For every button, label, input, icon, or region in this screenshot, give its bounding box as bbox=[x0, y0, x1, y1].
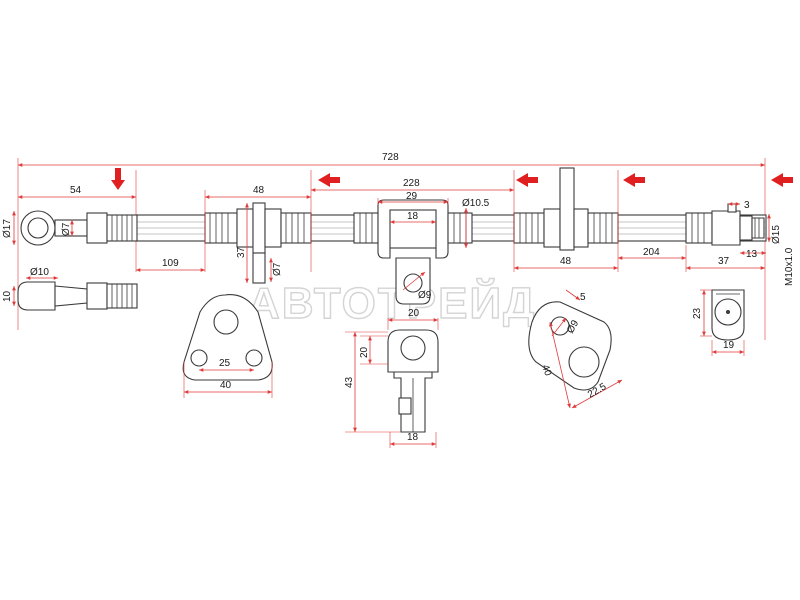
side-fitting: Ø10 10 bbox=[2, 267, 138, 311]
nut-dia-label: Ø15 bbox=[771, 225, 782, 244]
end-view-width-label: 19 bbox=[723, 340, 735, 351]
flow-arrow-3 bbox=[516, 173, 538, 187]
bracket-right-width-label: 48 bbox=[560, 256, 572, 267]
eye-diameter-label: Ø17 bbox=[2, 219, 13, 238]
eye-hole-label: Ø7 bbox=[61, 222, 72, 236]
triangular-mount-plate: 25 40 bbox=[182, 294, 273, 398]
plate-hole-spacing-label: 25 bbox=[219, 358, 231, 369]
mid-clip-dimensions: 228 29 18 Ø10.5 Ø9 bbox=[311, 178, 514, 301]
clip-total-height-label: 43 bbox=[344, 376, 355, 388]
hose-bracket-left bbox=[204, 202, 312, 284]
tab-length-label: 40 bbox=[539, 363, 553, 378]
tab-thickness-label: 5 bbox=[580, 292, 586, 303]
flow-arrow-1 bbox=[111, 168, 125, 190]
bracket-left-width-label: 48 bbox=[253, 185, 265, 196]
clip-bottom-width-label: 18 bbox=[407, 432, 419, 443]
mid-span-label: 228 bbox=[403, 178, 420, 189]
clip-top-height-label: 20 bbox=[359, 346, 370, 358]
clip-detail: 20 20 43 18 bbox=[344, 308, 439, 448]
left-fitting-length-label: 54 bbox=[70, 185, 82, 196]
overall-length-label: 728 bbox=[382, 152, 399, 163]
right-end-fitting bbox=[685, 203, 765, 246]
nut-width-label: 3 bbox=[744, 200, 750, 211]
flow-arrow-4 bbox=[623, 173, 645, 187]
nut-length-label: 13 bbox=[746, 249, 758, 260]
side-fitting-dia-label: Ø10 bbox=[30, 267, 49, 278]
right-span-label: 204 bbox=[643, 247, 660, 258]
flow-arrow-5 bbox=[771, 173, 793, 187]
bracket-left-offset-label: 109 bbox=[162, 258, 179, 269]
bracket-right-dimensions: 48 204 bbox=[513, 170, 686, 272]
bracket-left-pin-label: Ø7 bbox=[272, 262, 283, 276]
flow-arrow-2 bbox=[318, 173, 340, 187]
hose-clip-middle bbox=[353, 199, 473, 305]
bracket-left-height-label: 37 bbox=[236, 246, 247, 258]
clip-hole-label: Ø9 bbox=[418, 290, 432, 301]
hose-diameter-label: Ø10.5 bbox=[462, 198, 490, 209]
clip-top-width-label: 20 bbox=[408, 308, 420, 319]
mid-block-width-label: 29 bbox=[406, 191, 418, 202]
side-fitting-height-label: 10 bbox=[2, 290, 13, 302]
eye-diameter-dimension: Ø17 Ø7 bbox=[2, 211, 74, 245]
angled-bracket-tab: 5 Ø9 40 22.5 bbox=[528, 289, 623, 409]
mid-block-inner-label: 18 bbox=[407, 211, 419, 222]
hose-bracket-right bbox=[513, 167, 619, 251]
end-view-height-label: 23 bbox=[692, 307, 703, 319]
bracket-left-dimensions: 48 109 37 Ø7 bbox=[136, 170, 312, 283]
right-fitting-dimensions: 37 3 Ø15 13 M10x1.0 bbox=[685, 200, 795, 286]
thread-size-label: M10x1.0 bbox=[784, 247, 795, 286]
banjo-eye-fitting bbox=[20, 210, 138, 246]
end-view: 23 19 bbox=[692, 289, 745, 356]
right-fitting-length-label: 37 bbox=[718, 256, 730, 267]
plate-width-label: 40 bbox=[220, 380, 232, 391]
